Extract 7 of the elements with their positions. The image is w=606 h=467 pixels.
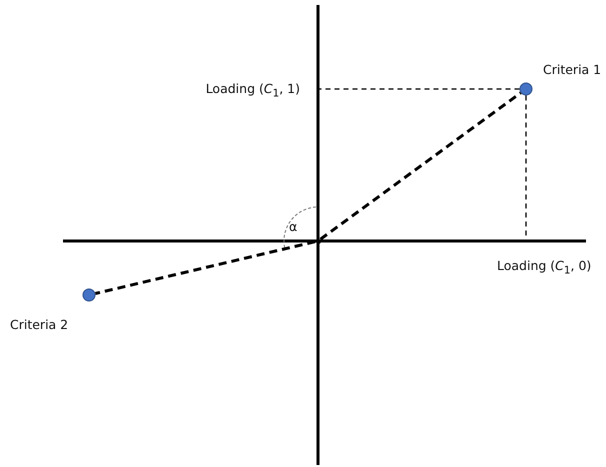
point-label: Criteria 1 (543, 62, 602, 77)
projection-line (318, 88, 520, 90)
point-label: Criteria 2 (10, 317, 68, 332)
axis-label: Loading (C$_{1}$, 1) (206, 81, 300, 100)
angle-label: α (289, 219, 298, 234)
axis-label: Loading (C$_{1}$, 0) (497, 258, 592, 277)
projection-line (525, 96, 527, 241)
